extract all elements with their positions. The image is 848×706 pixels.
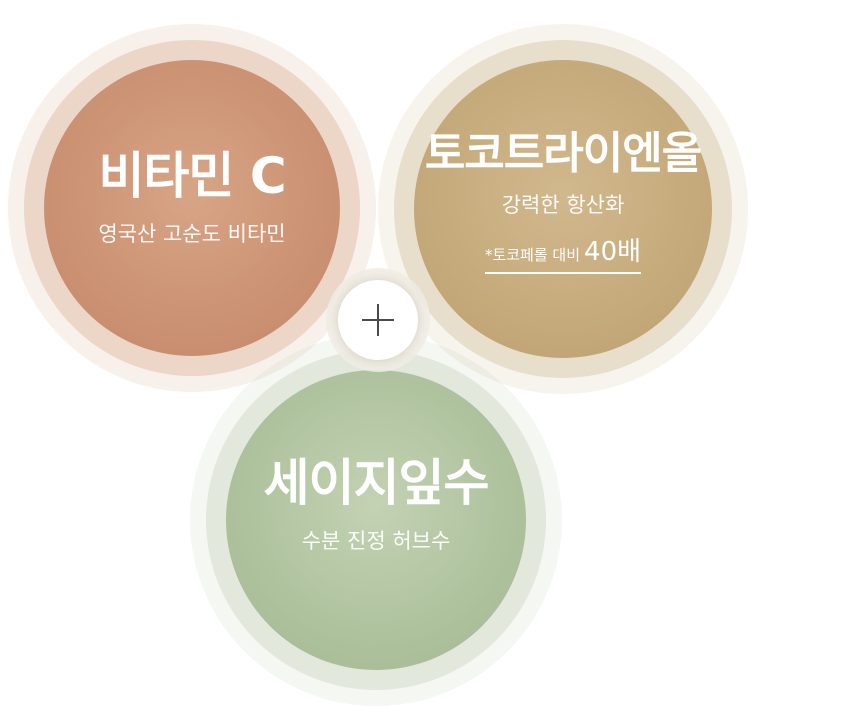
tocotrienol-note-prefix: *토코페롤 대비 <box>484 245 581 264</box>
sage-subtitle: 수분 진정 허브수 <box>301 528 451 553</box>
tocotrienol-note-value: 40배 <box>584 236 642 267</box>
plus-connector <box>338 280 418 360</box>
plus-icon <box>362 304 394 336</box>
vitamin-c-circle: 비타민 C 영국산 고순도 비타민 <box>44 60 340 356</box>
tocotrienol-title: 토코트라이엔올 <box>424 128 702 180</box>
vitamin-c-title: 비타민 C <box>98 146 286 205</box>
vitamin-c-subtitle: 영국산 고순도 비타민 <box>98 221 286 246</box>
sage-title: 세이지잎수 <box>263 453 490 512</box>
sage-circle: 세이지잎수 수분 진정 허브수 <box>226 370 526 670</box>
tocotrienol-circle: 토코트라이엔올 강력한 항산화 *토코페롤 대비 40배 <box>414 60 712 358</box>
tocotrienol-subtitle: 강력한 항산화 <box>501 192 625 217</box>
tocotrienol-note: *토코페롤 대비 40배 <box>484 231 642 274</box>
